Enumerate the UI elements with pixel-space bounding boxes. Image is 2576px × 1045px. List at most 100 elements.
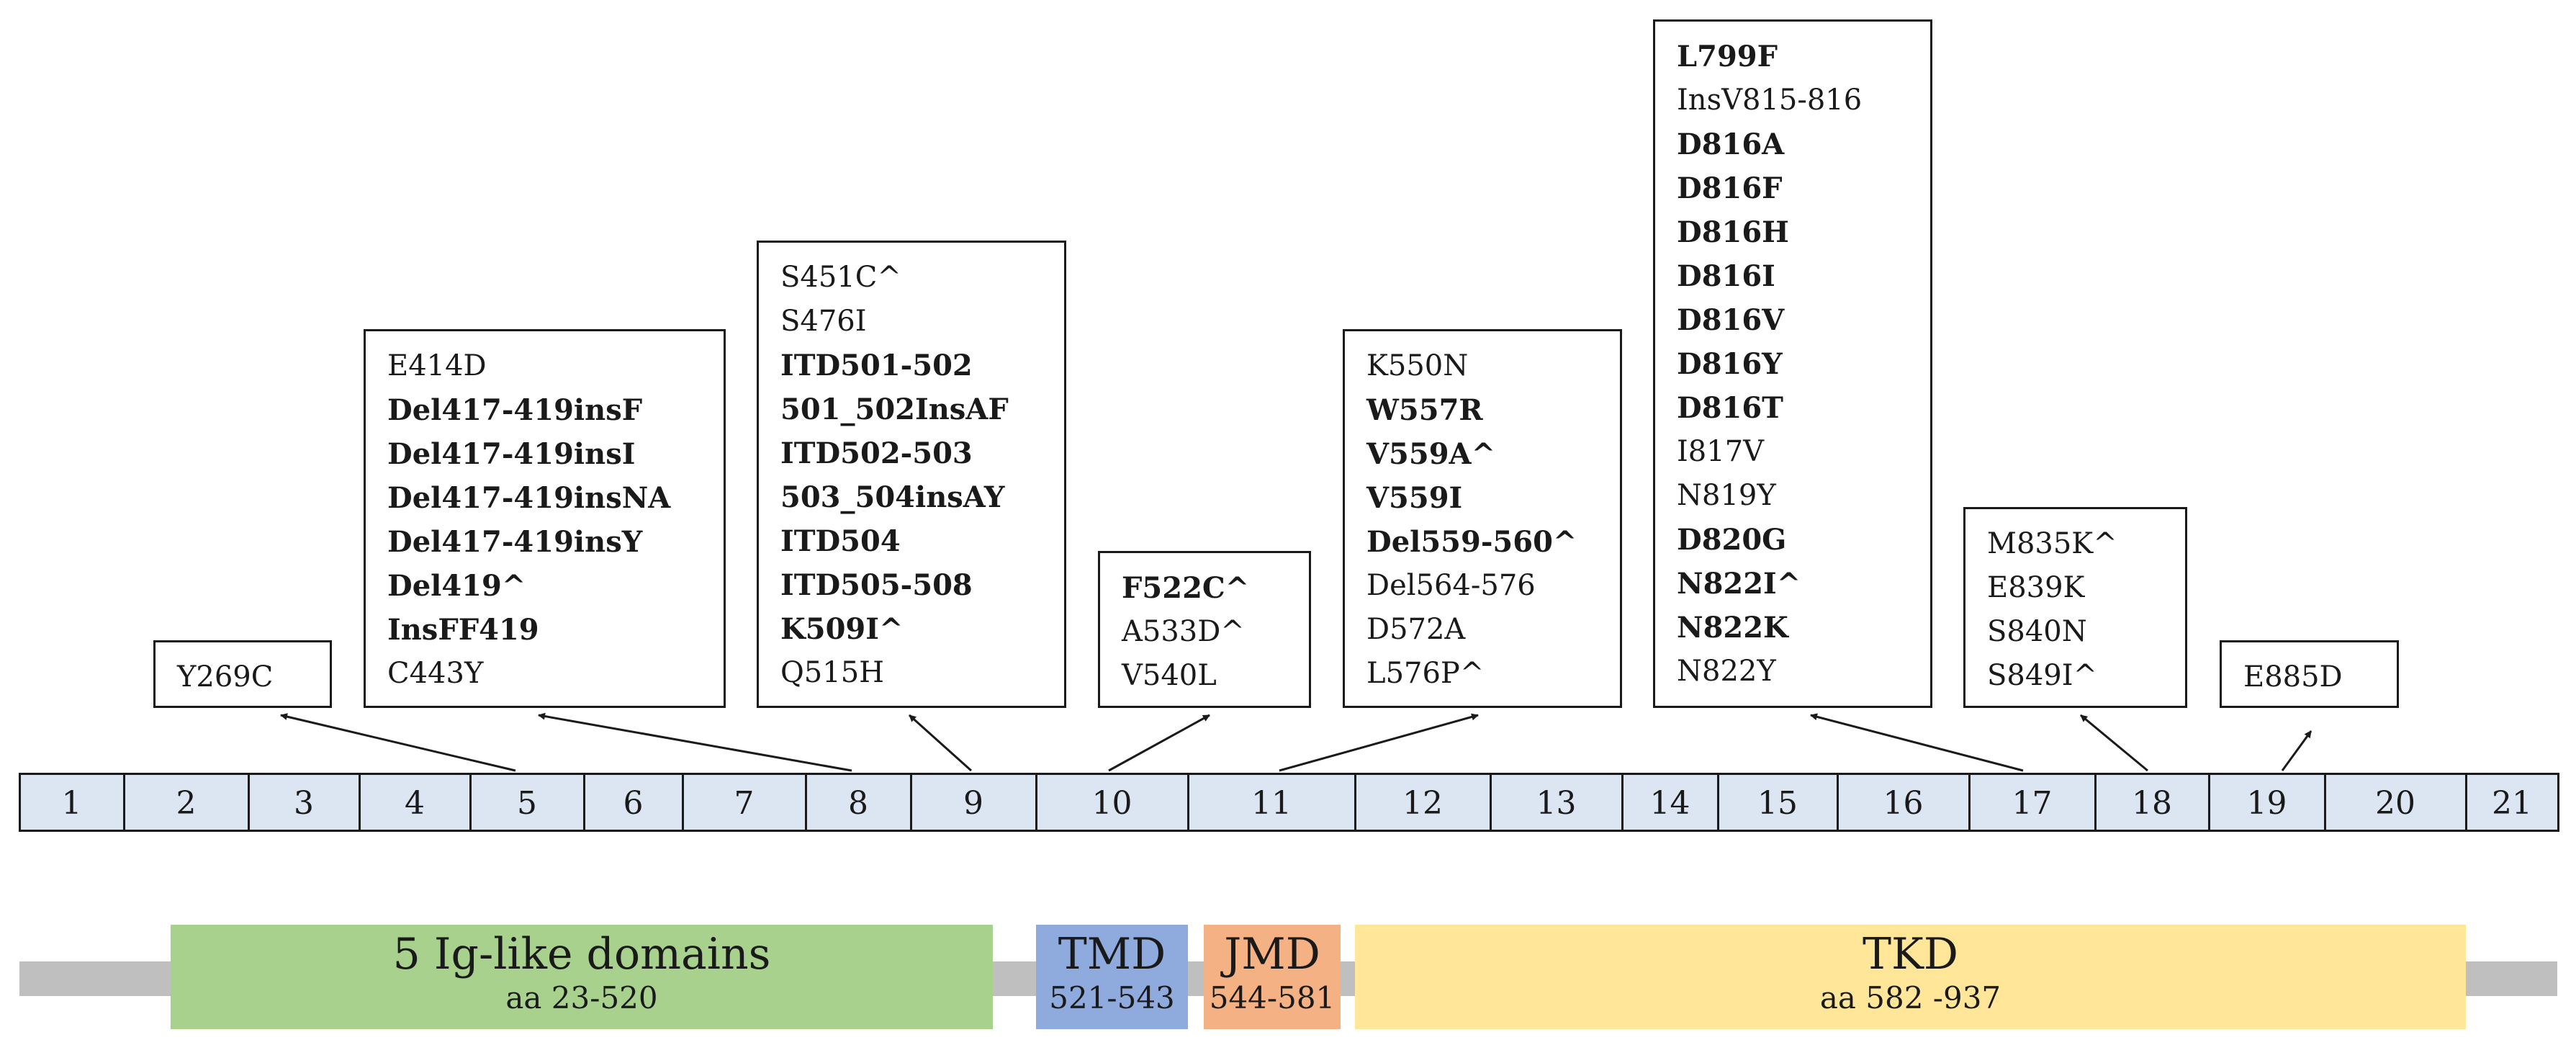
mutation-label: InsFF419 bbox=[387, 613, 539, 647]
mutation-label: Del417-419insY bbox=[387, 525, 643, 559]
exon-1: 1 bbox=[18, 773, 125, 832]
exon-label: 14 bbox=[1649, 785, 1690, 822]
mutation-label: N822K bbox=[1677, 611, 1788, 645]
exon-label: 4 bbox=[405, 785, 425, 822]
mutation-label: Del559-560^ bbox=[1366, 525, 1577, 559]
exon-9: 9 bbox=[909, 773, 1037, 832]
mutation-label: D816H bbox=[1677, 215, 1789, 249]
mutation-label: N822Y bbox=[1677, 655, 1776, 688]
mutation-label: L576P^ bbox=[1366, 657, 1485, 690]
mutation-label: E885D bbox=[2243, 660, 2343, 694]
mutation-label: K550N bbox=[1366, 349, 1469, 382]
mutation-label: D816V bbox=[1677, 303, 1785, 337]
exon-5: 5 bbox=[469, 773, 585, 832]
domain-range: 521-543 bbox=[1049, 980, 1175, 1015]
exon-13: 13 bbox=[1489, 773, 1623, 832]
exon-label: 1 bbox=[61, 785, 82, 822]
mutation-label: N822I^ bbox=[1677, 567, 1801, 601]
exon-label: 13 bbox=[1536, 785, 1577, 822]
arrow-exon17-to-box bbox=[1810, 713, 2024, 772]
exon-15: 15 bbox=[1716, 773, 1839, 832]
mutation-box-exon-11: K550N W557R V559A^ V559I Del559-560^ Del564-5… bbox=[1343, 329, 1622, 708]
arrow-exon5-to-box bbox=[280, 713, 516, 772]
exon-label: 9 bbox=[963, 785, 983, 822]
mutation-label: D820G bbox=[1677, 523, 1787, 557]
mutation-label: D816T bbox=[1677, 391, 1783, 425]
mutation-label: K509I^ bbox=[780, 612, 904, 646]
mutation-label: S476I bbox=[780, 305, 867, 338]
domain-tkd: TKD aa 582 -937 bbox=[1355, 925, 2466, 1029]
mutation-label: V540L bbox=[1122, 659, 1217, 692]
mutation-label: ITD501-502 bbox=[780, 349, 973, 382]
arrow-exon11-to-box bbox=[1279, 713, 1479, 772]
exon-8: 8 bbox=[804, 773, 912, 832]
mutation-box-exon-10: F522C^ A533D^ V540L bbox=[1098, 551, 1311, 708]
exon-label: 20 bbox=[2375, 785, 2415, 822]
mutation-label: D816I bbox=[1677, 259, 1775, 293]
exon-10: 10 bbox=[1035, 773, 1189, 832]
exon-6: 6 bbox=[582, 773, 684, 832]
mutation-label: S849I^ bbox=[1987, 659, 2098, 692]
domain-name: 5 Ig-like domains bbox=[392, 929, 771, 979]
exon-label: 2 bbox=[176, 785, 197, 822]
mutation-label: Del564-576 bbox=[1366, 569, 1536, 602]
mutation-label: ITD504 bbox=[780, 524, 901, 558]
mutation-label: V559A^ bbox=[1366, 437, 1496, 471]
exon-label: 15 bbox=[1757, 785, 1798, 822]
exon-7: 7 bbox=[681, 773, 807, 832]
arrow-exon10-to-box bbox=[1108, 714, 1210, 772]
exon-18: 18 bbox=[2094, 773, 2210, 832]
exon-19: 19 bbox=[2207, 773, 2326, 832]
domain-range: aa 23-520 bbox=[505, 980, 658, 1015]
domain-tmd: TMD 521-543 bbox=[1036, 925, 1188, 1029]
mutation-label: 501_502InsAF bbox=[780, 393, 1009, 426]
exon-4: 4 bbox=[358, 773, 472, 832]
mutation-label: I817V bbox=[1677, 435, 1765, 468]
protein-backbone-right bbox=[2466, 961, 2557, 996]
mutation-box-exon-2: Y269C bbox=[153, 640, 332, 708]
mutation-label: W557R bbox=[1366, 393, 1483, 427]
domain-range: 544-581 bbox=[1209, 980, 1336, 1015]
protein-backbone-left bbox=[19, 961, 171, 996]
mutation-label: ITD505-508 bbox=[780, 568, 973, 602]
exon-16: 16 bbox=[1836, 773, 1971, 832]
mutation-label: M835K^ bbox=[1987, 527, 2117, 560]
exon-14: 14 bbox=[1621, 773, 1719, 832]
exon-label: 6 bbox=[623, 785, 644, 822]
exon-label: 5 bbox=[517, 785, 537, 822]
mutation-label: Q515H bbox=[780, 656, 885, 689]
mutation-label: F522C^ bbox=[1122, 571, 1250, 605]
domain-name: TKD bbox=[1863, 929, 1958, 979]
protein-backbone-mid1 bbox=[993, 961, 1036, 996]
exon-17: 17 bbox=[1968, 773, 2097, 832]
mutation-label: N819Y bbox=[1677, 479, 1776, 512]
exon-label: 16 bbox=[1883, 785, 1924, 822]
mutation-box-exon-9: S451C^ S476I ITD501-502 501_502InsAF ITD502-… bbox=[757, 241, 1066, 708]
mutation-label: E839K bbox=[1987, 571, 2085, 604]
exon-2: 2 bbox=[122, 773, 250, 832]
mutation-label: Del417-419insF bbox=[387, 393, 643, 427]
domain-name: TMD bbox=[1058, 929, 1166, 979]
domain-name: JMD bbox=[1224, 929, 1320, 979]
mutation-label: Del417-419insI bbox=[387, 437, 636, 471]
exon-label: 18 bbox=[2132, 785, 2172, 822]
protein-backbone-mid3 bbox=[1341, 961, 1355, 996]
exon-label: 21 bbox=[2492, 785, 2532, 822]
arrow-exon9-to-box bbox=[908, 714, 973, 772]
mutation-label: D816Y bbox=[1677, 347, 1783, 381]
exon-label: 8 bbox=[848, 785, 868, 822]
exon-label: 10 bbox=[1091, 785, 1132, 822]
mutation-label: A533D^ bbox=[1122, 615, 1245, 648]
mutation-label: ITD502-503 bbox=[780, 436, 973, 470]
arrow-exon18-to-box bbox=[2080, 714, 2148, 772]
mutation-label: S451C^ bbox=[780, 261, 901, 294]
exon-label: 17 bbox=[2012, 785, 2053, 822]
domain-jmd: JMD 544-581 bbox=[1204, 925, 1341, 1029]
mutation-label: Y269C bbox=[177, 660, 274, 694]
mutation-label: V559I bbox=[1366, 481, 1463, 515]
mutation-label: D816F bbox=[1677, 171, 1783, 205]
